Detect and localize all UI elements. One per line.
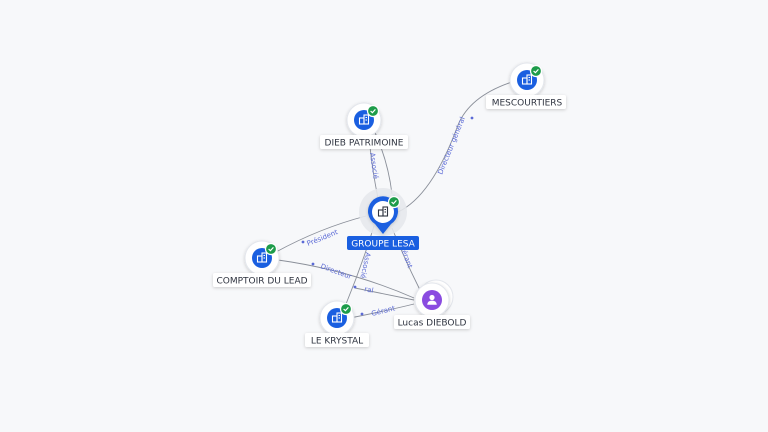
node-comptoir-du-lead[interactable]: COMPTOIR DU LEAD: [213, 240, 311, 287]
node-label-groupe-lesa: GROUPE LESA: [351, 240, 415, 250]
edge-lucas-comptoir: [277, 259, 415, 299]
node-dieb-patrimoine[interactable]: DIEB PATRIMOINE: [320, 102, 408, 149]
check-icon: [343, 306, 349, 312]
edge-lesa-comptoir: [275, 215, 367, 253]
edge-label-associe-dieb: Associé: [368, 152, 380, 179]
edge-marker: [360, 312, 364, 316]
verified-badge: [387, 195, 401, 209]
main-label-bg: [347, 236, 419, 250]
building-icon: [358, 114, 370, 125]
node-label-mescourtiers: MESCOURTIERS: [492, 99, 563, 109]
building-icon: [521, 74, 533, 85]
node-label-le-krystal: LE KRYSTAL: [311, 337, 363, 347]
label-bg: [394, 315, 470, 329]
edge-lucas-lesa: [391, 227, 421, 291]
edge-lucas-krystal: [349, 303, 415, 319]
node-label-comptoir-du-lead: COMPTOIR DU LEAD: [216, 277, 307, 287]
label-bg: [320, 135, 408, 149]
building-icon: [256, 252, 268, 263]
edge-dieb-lesa-2: [372, 127, 393, 195]
edge-lucas-comptoir-2: [354, 287, 415, 301]
verified-badge: [264, 242, 278, 256]
node-label-dieb-patrimoine: DIEB PATRIMOINE: [325, 139, 404, 149]
check-icon: [370, 108, 376, 114]
edge-label-gerant-krystal: Gérant: [371, 304, 397, 318]
edge-marker: [301, 240, 305, 244]
edge-label-directeur-general: Directeur général: [436, 116, 466, 176]
edge-label-general-fragment: ral: [364, 285, 375, 295]
check-icon: [533, 68, 539, 74]
edge-lesa-krystal: [345, 225, 375, 305]
edge-marker: [311, 262, 315, 266]
verified-badge: [529, 64, 543, 78]
check-icon: [268, 246, 274, 252]
building-icon: [331, 312, 343, 323]
edge-label-president: Président: [306, 228, 340, 248]
verified-badge: [339, 302, 353, 316]
person-icon: [427, 294, 437, 305]
label-bg: [486, 95, 566, 109]
edge-marker: [470, 116, 474, 120]
edge-lesa-mesc: [397, 81, 513, 213]
verified-badge: [366, 104, 380, 118]
building-icon: [377, 206, 389, 217]
edge-marker: [353, 285, 357, 289]
label-bg: [213, 273, 311, 287]
edge-label-directeur: Directeur: [319, 262, 352, 281]
node-mescourtiers[interactable]: MESCOURTIERS: [486, 62, 566, 109]
node-lucas-diebold[interactable]: Lucas DIEBOLD: [394, 279, 470, 329]
node-groupe-lesa[interactable]: GROUPE LESA: [347, 188, 419, 250]
edges: [275, 81, 513, 319]
node-label-lucas-diebold: Lucas DIEBOLD: [398, 319, 467, 329]
node-le-krystal[interactable]: LE KRYSTAL: [305, 300, 369, 347]
check-icon: [391, 199, 397, 205]
label-bg: [305, 333, 369, 347]
